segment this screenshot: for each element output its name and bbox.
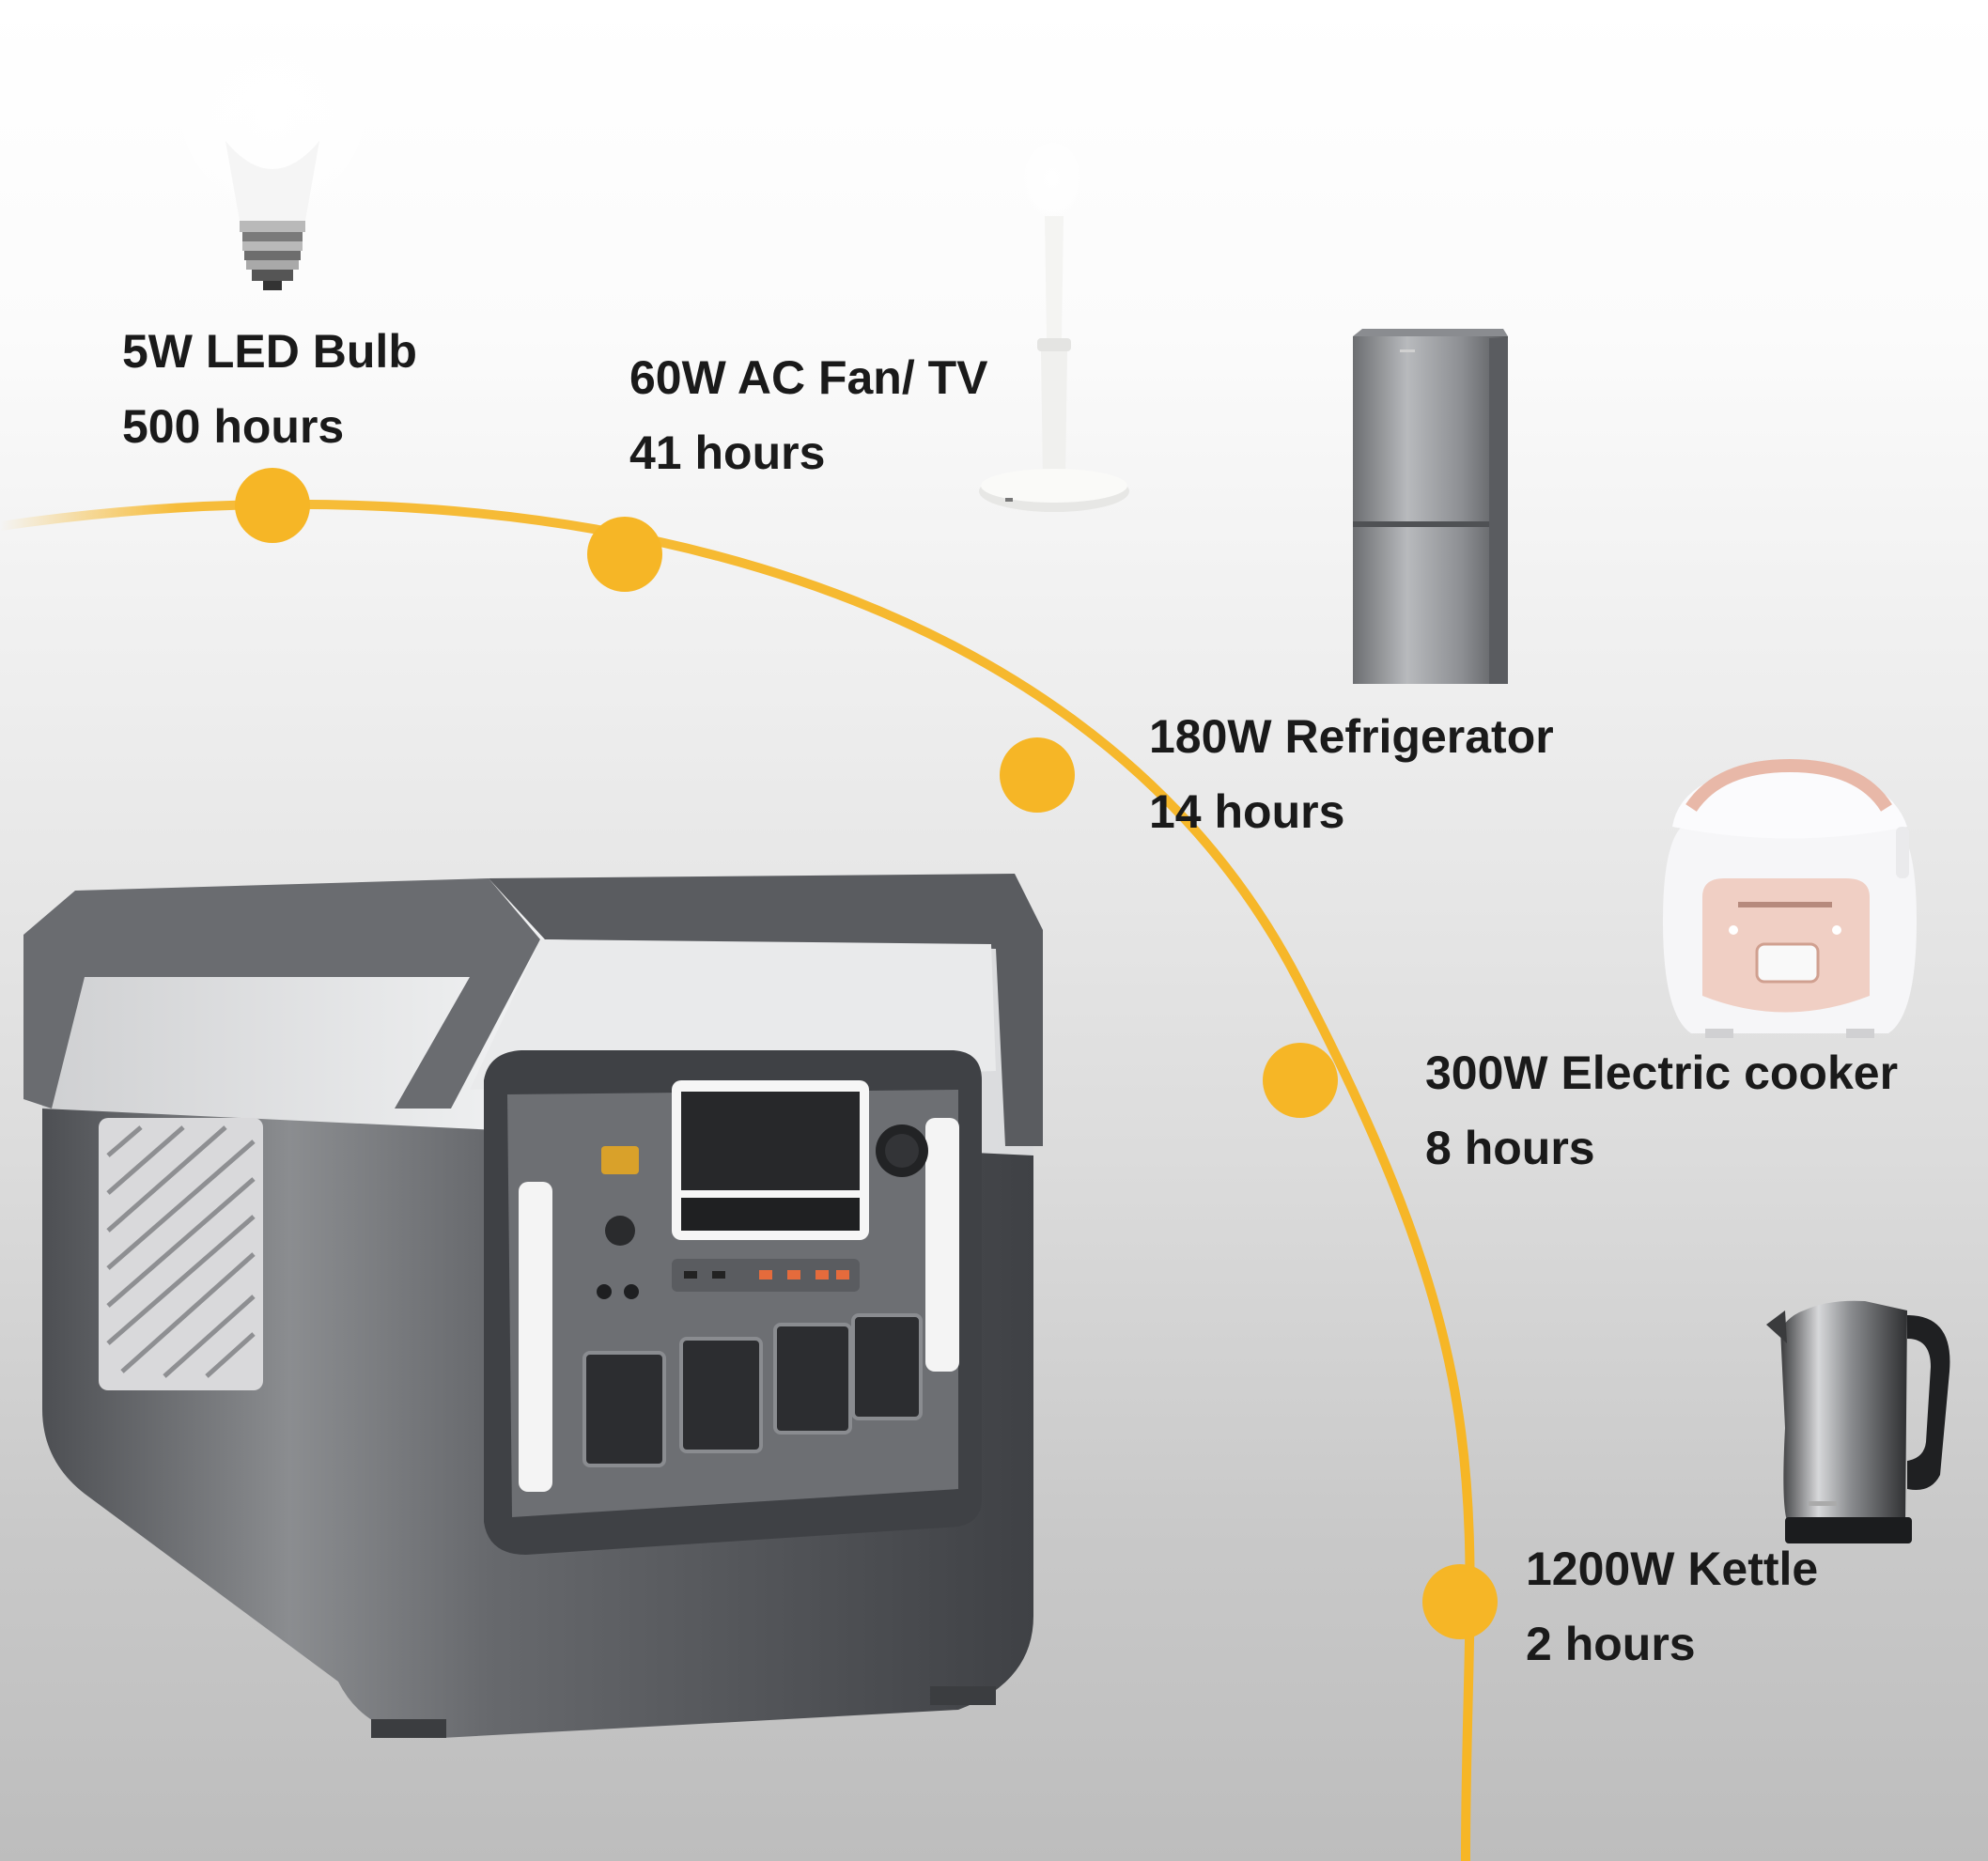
appliance-label-led-bulb: 5W LED Bulb 500 hours	[122, 314, 417, 464]
appliance-runtime: 2 hours	[1526, 1618, 1696, 1670]
appliance-power: 180W Refrigerator	[1149, 710, 1554, 763]
appliance-power: 5W LED Bulb	[122, 325, 417, 378]
timeline-dot	[235, 468, 310, 543]
appliance-label-refrigerator: 180W Refrigerator 14 hours	[1149, 699, 1554, 849]
appliance-runtime: 8 hours	[1425, 1122, 1595, 1174]
appliance-power: 300W Electric cooker	[1425, 1047, 1899, 1099]
appliance-label-fan-tv: 60W AC Fan/ TV 41 hours	[629, 340, 988, 490]
timeline-dot	[1000, 737, 1075, 813]
timeline-dot	[1263, 1043, 1338, 1118]
rice-cooker-icon	[1663, 758, 1917, 1038]
timeline-dot	[1422, 1564, 1498, 1639]
kettle-icon	[1766, 1300, 1950, 1543]
appliance-runtime: 14 hours	[1149, 785, 1345, 838]
appliance-runtime: 41 hours	[629, 426, 826, 479]
appliance-power: 1200W Kettle	[1526, 1543, 1819, 1595]
appliance-power: 60W AC Fan/ TV	[629, 351, 988, 404]
appliance-runtime: 500 hours	[122, 400, 345, 453]
refrigerator-icon	[1353, 329, 1508, 684]
appliance-label-cooker: 300W Electric cooker 8 hours	[1425, 1035, 1898, 1186]
timeline-arc	[0, 499, 1475, 1861]
power-station-image	[23, 874, 1043, 1738]
light-bulb-icon	[150, 0, 395, 290]
floor-fan-icon	[979, 132, 1129, 512]
appliance-label-kettle: 1200W Kettle 2 hours	[1526, 1531, 1818, 1682]
timeline-dot	[587, 517, 662, 592]
